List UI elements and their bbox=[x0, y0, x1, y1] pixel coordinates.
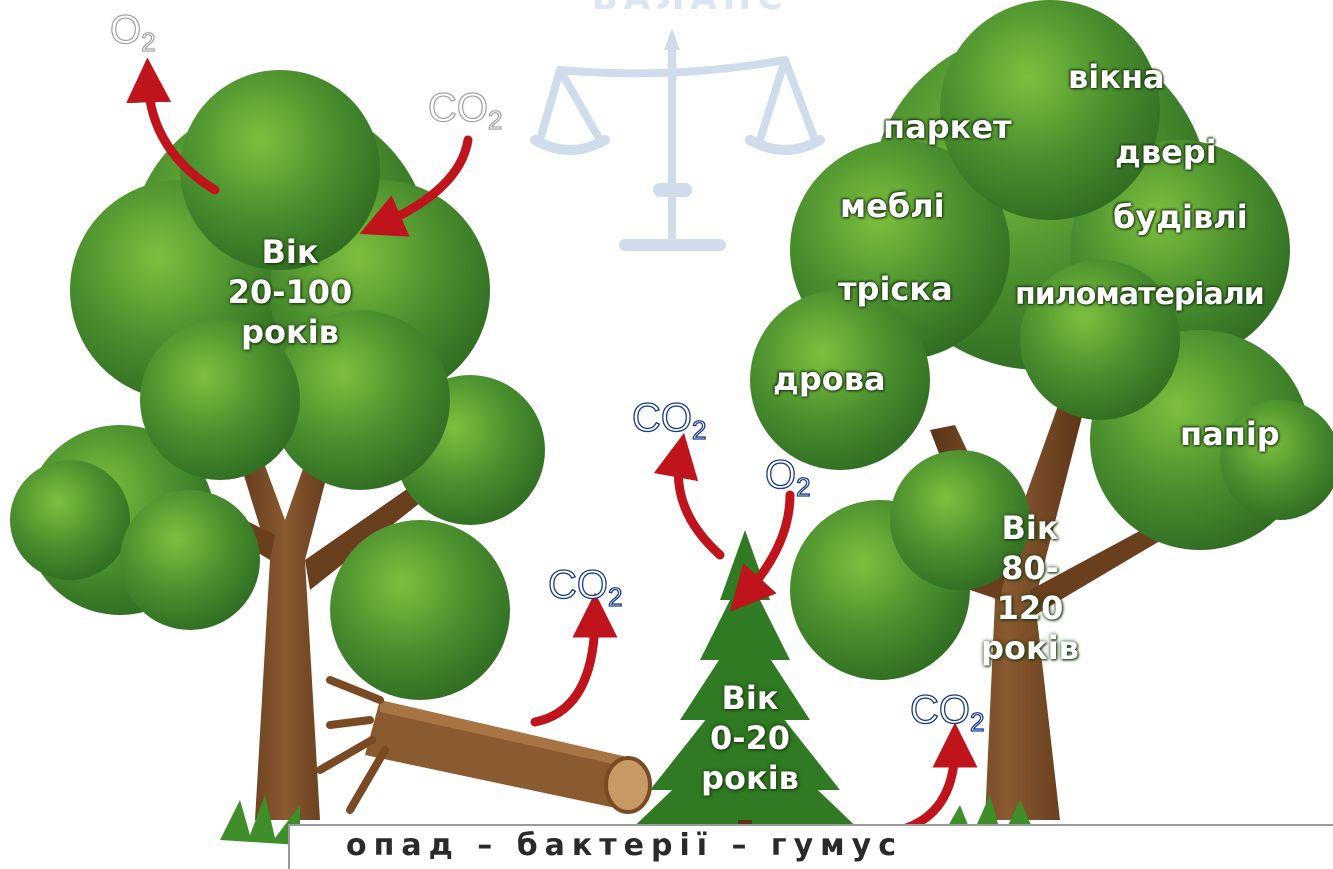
young-tree-age: Вік 0-20 років bbox=[690, 678, 810, 798]
decomposition-cycle-text: опад – бактерії – гумус bbox=[346, 828, 904, 863]
product-buildings: будівлі bbox=[1113, 198, 1248, 236]
product-firewood: дрова bbox=[773, 360, 886, 398]
product-doors: двері bbox=[1115, 133, 1217, 171]
young-age-line2: 0-20 bbox=[709, 719, 791, 757]
co2-label-right: CO2 bbox=[909, 688, 985, 737]
o2-label-left: O2 bbox=[109, 8, 156, 57]
product-paper: папір bbox=[1180, 415, 1280, 453]
right-age-line3: 120 bbox=[996, 589, 1064, 627]
o2-label-spruce: O2 bbox=[764, 453, 811, 502]
product-windows: вікна bbox=[1068, 58, 1165, 96]
left-tree-age: Вік 20-100 років bbox=[210, 232, 370, 352]
young-age-line3: років bbox=[701, 759, 799, 797]
product-lumber: пиломатеріали bbox=[1015, 277, 1265, 312]
fallen-log bbox=[316, 676, 652, 814]
co2-label-spruce: CO2 bbox=[631, 396, 707, 445]
co2-label-log: CO2 bbox=[547, 563, 623, 612]
product-parquet: паркет bbox=[883, 108, 1012, 146]
bottom-text-box bbox=[288, 824, 1333, 869]
product-furniture: меблі bbox=[840, 187, 945, 225]
scale-tip-icon bbox=[664, 28, 680, 50]
right-age-line2: 80- bbox=[1001, 549, 1059, 587]
right-tree bbox=[750, 0, 1333, 820]
balance-scale-icon bbox=[530, 41, 825, 251]
left-age-line2: 20-100 bbox=[227, 273, 353, 311]
co2-label-left: CO2 bbox=[428, 86, 503, 135]
right-tree-age: Вік 80- 120 років bbox=[975, 508, 1085, 668]
right-age-line4: років bbox=[981, 629, 1079, 667]
left-tree bbox=[10, 70, 545, 820]
left-age-line3: років bbox=[241, 313, 339, 351]
product-chips: тріска bbox=[838, 270, 953, 308]
young-age-line1: Вік bbox=[721, 679, 779, 717]
left-age-line1: Вік bbox=[261, 233, 319, 271]
balance-title: БАЛАНС bbox=[560, 0, 820, 18]
right-age-line1: Вік bbox=[1001, 509, 1059, 547]
